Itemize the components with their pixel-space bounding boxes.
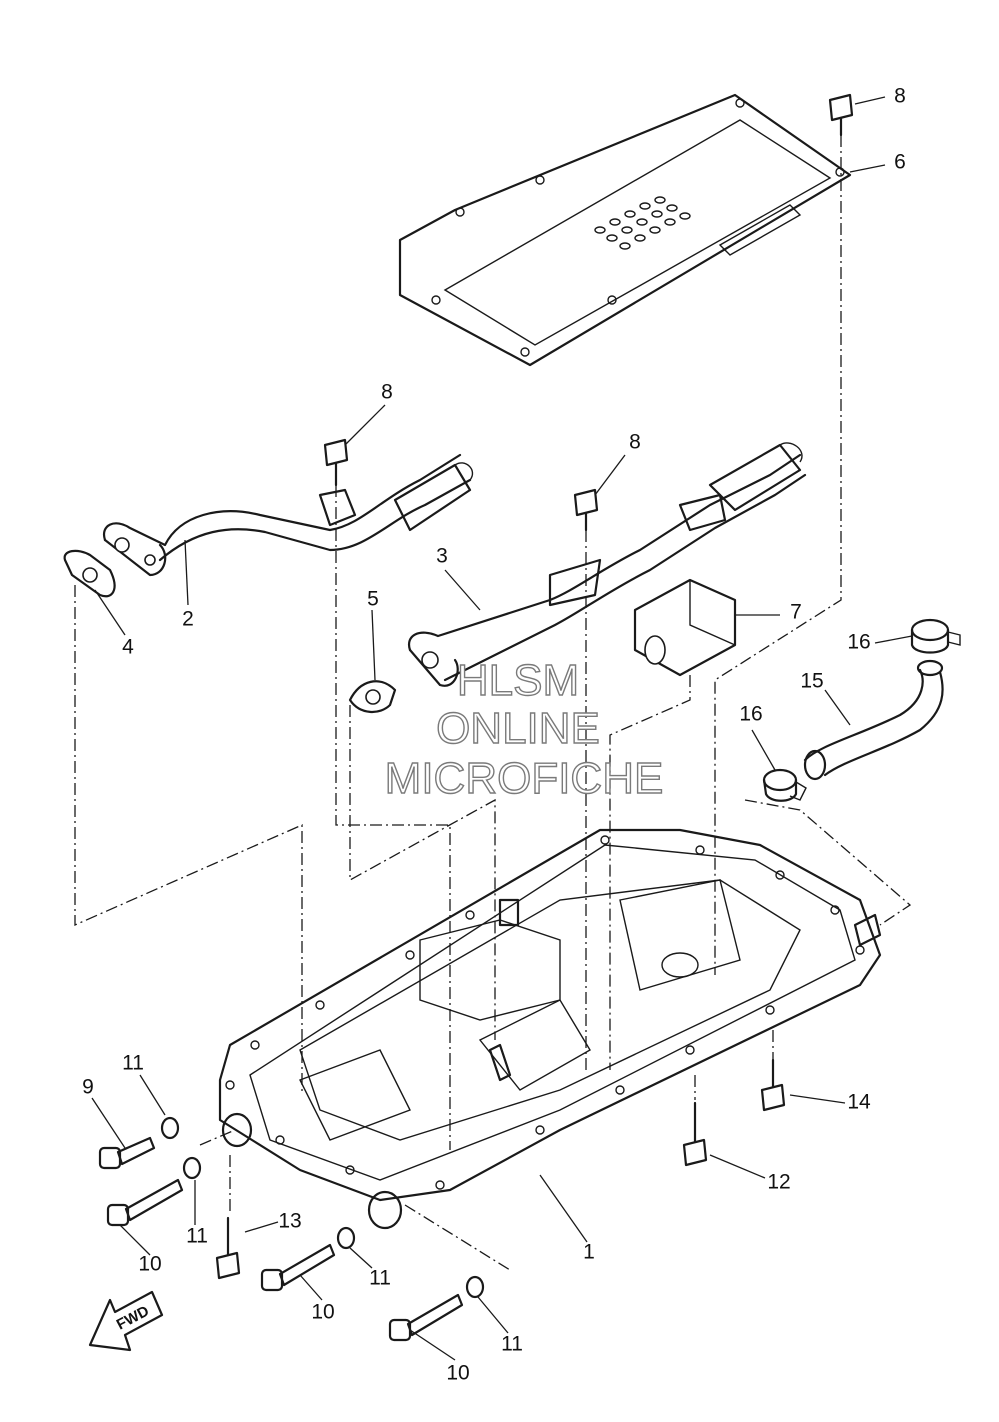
bolt-13 <box>215 1216 241 1280</box>
bolt-10c <box>388 1293 464 1342</box>
callout-16: 16 <box>847 631 870 654</box>
bolt-9 <box>98 1136 156 1170</box>
callout-2: 2 <box>182 608 194 631</box>
bolt-10b <box>260 1243 336 1292</box>
callout-10: 10 <box>138 1253 161 1276</box>
bolt-12 <box>682 1101 708 1167</box>
watermark-line-2: ONLINE <box>436 704 600 753</box>
callout-12: 12 <box>767 1171 790 1194</box>
callout-4: 4 <box>122 636 134 659</box>
callout-5: 5 <box>367 588 379 611</box>
forward-direction-arrow: FWD <box>88 1290 164 1352</box>
bolt-8-top <box>828 93 854 137</box>
callout-13: 13 <box>278 1210 301 1233</box>
bolt-8-left <box>323 438 349 487</box>
callout-11: 11 <box>501 1333 523 1356</box>
callout-14: 14 <box>847 1091 871 1114</box>
washers-11 <box>160 1116 485 1299</box>
callout-9: 9 <box>82 1076 94 1099</box>
callout-15: 15 <box>800 670 823 693</box>
callout-8: 8 <box>629 431 641 454</box>
bracket-7 <box>633 578 737 677</box>
vent-holes <box>594 196 691 250</box>
callout-11: 11 <box>122 1052 144 1075</box>
leader-lines <box>91 96 913 1361</box>
fwd-label: FWD <box>114 1302 152 1333</box>
callout-10: 10 <box>311 1301 334 1324</box>
callout-11: 11 <box>186 1225 208 1248</box>
watermark: HLSM ONLINE MICROFICHE <box>384 655 664 803</box>
hose-clamp-16-upper <box>910 618 961 654</box>
watermark-line-3: MICROFICHE <box>385 754 664 803</box>
gasket-5 <box>348 680 397 713</box>
bolt-14 <box>760 1058 786 1112</box>
callout-6: 6 <box>894 151 906 174</box>
bolt-8-center <box>573 488 599 532</box>
callout-11: 11 <box>369 1267 391 1290</box>
callout-labels: 8 6 8 8 3 5 7 2 4 16 15 16 11 9 14 12 13… <box>82 85 906 1385</box>
callout-8: 8 <box>381 381 393 404</box>
hose-15 <box>803 659 944 781</box>
oil-pan-1 <box>218 828 882 1230</box>
baffle-plate <box>398 93 852 367</box>
callout-8: 8 <box>894 85 906 108</box>
oil-pipe-3 <box>407 442 807 687</box>
callout-3: 3 <box>436 545 448 568</box>
bolt-10a <box>106 1178 184 1227</box>
callout-1: 1 <box>583 1241 595 1264</box>
watermark-line-1: HLSM <box>457 656 579 705</box>
gasket-4 <box>63 549 116 598</box>
callout-16: 16 <box>739 703 762 726</box>
alignment-lines <box>74 135 912 1271</box>
callout-7: 7 <box>790 601 802 624</box>
callout-10: 10 <box>446 1362 469 1385</box>
oil-pipe-2 <box>102 453 474 577</box>
hose-clamp-16-lower <box>762 768 807 802</box>
